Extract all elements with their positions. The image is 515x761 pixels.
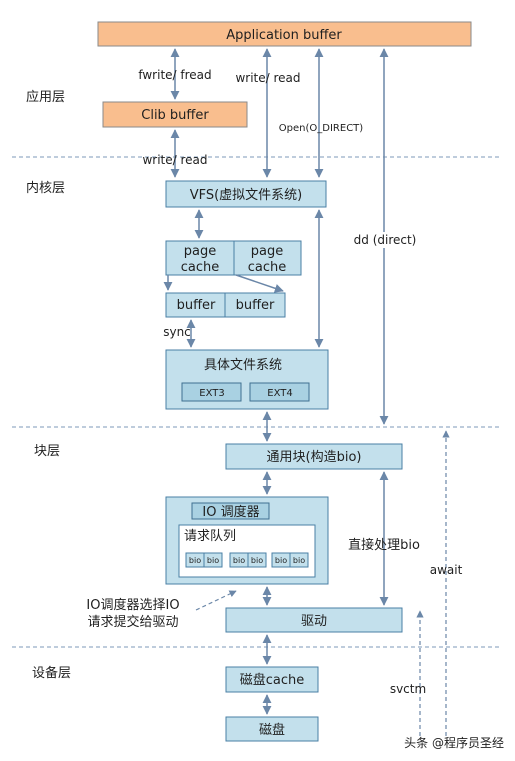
buffer-right-box xyxy=(224,292,286,318)
edge-label-write-read-clib: write/ read xyxy=(142,153,207,167)
clib-buffer-box xyxy=(102,101,248,128)
page-cache-right-line2: cache xyxy=(248,260,287,275)
driver-label: 驱动 xyxy=(301,614,327,629)
layer-label-block: 块层 xyxy=(34,444,60,459)
buffer-right-label: buffer xyxy=(236,298,275,313)
application-buffer-label: Application buffer xyxy=(226,28,342,43)
clib-buffer-label: Clib buffer xyxy=(141,108,209,123)
disk-box xyxy=(225,716,319,742)
disk-cache-box xyxy=(225,666,319,693)
bio-label: bio xyxy=(233,556,245,565)
bio-label: bio xyxy=(293,556,305,565)
ext3-label: EXT3 xyxy=(199,388,224,399)
layer-label-kernel: 内核层 xyxy=(26,180,65,196)
disk-label: 磁盘 xyxy=(259,722,285,738)
page-cache-left-box xyxy=(165,240,235,276)
vfs-box xyxy=(165,180,327,208)
bio-cell xyxy=(203,552,223,568)
watermark: 头条 @程序员圣经 xyxy=(404,735,504,750)
io-note-line1: IO调度器选择IO xyxy=(86,597,179,613)
page-cache-left-line1: page xyxy=(184,244,216,259)
request-queue-label: 请求队列 xyxy=(184,529,236,544)
edge-label-svctm: svctm xyxy=(390,682,426,696)
edge-label-write-read-top: write/ read xyxy=(235,71,300,85)
page-cache-left-line2: cache xyxy=(181,260,220,275)
ext3-box xyxy=(181,382,242,402)
buffer-left-label: buffer xyxy=(177,298,216,313)
application-buffer-box xyxy=(97,21,472,47)
bio-pair-1: bio bio xyxy=(185,552,223,568)
layer-label-device: 设备层 xyxy=(32,665,71,681)
generic-block-label: 通用块(构造bio) xyxy=(267,450,362,465)
arrow-pagecache-buffer-right xyxy=(235,274,284,293)
concrete-fs-label: 具体文件系统 xyxy=(204,358,282,373)
dd-label-bg xyxy=(350,232,418,248)
edge-label-direct-bio: 直接处理bio xyxy=(348,537,420,553)
driver-box xyxy=(225,607,403,633)
io-scheduler-title: IO 调度器 xyxy=(202,504,259,520)
bio-pair-3: bio bio xyxy=(271,552,309,568)
generic-block-box xyxy=(225,443,403,470)
io-note-line2: 请求提交给驱动 xyxy=(87,614,178,630)
bio-label: bio xyxy=(251,556,263,565)
bio-label: bio xyxy=(207,556,219,565)
edge-label-await: await xyxy=(430,563,463,577)
edge-label-sync: sync xyxy=(163,325,191,339)
ext4-label: EXT4 xyxy=(267,388,292,399)
bio-cell xyxy=(289,552,309,568)
disk-cache-label: 磁盘cache xyxy=(240,672,305,688)
edge-label-fwrite-fread: fwrite/ fread xyxy=(138,68,211,82)
page-cache-right-line1: page xyxy=(251,244,283,259)
bio-label: bio xyxy=(275,556,287,565)
arrow-io-note xyxy=(195,590,237,611)
io-scheduler-title-box xyxy=(191,502,270,520)
edge-label-dd-direct: dd (direct) xyxy=(354,233,417,247)
layer-label-app: 应用层 xyxy=(26,89,65,105)
bio-label: bio xyxy=(189,556,201,565)
edge-label-open-direct: Open(O_DIRECT) xyxy=(279,123,363,134)
page-cache-right-box xyxy=(233,240,302,276)
ext4-box xyxy=(249,382,310,402)
bio-pair-2: bio bio xyxy=(229,552,267,568)
request-queue-box xyxy=(178,524,316,578)
bio-cell xyxy=(247,552,267,568)
vfs-label: VFS(虚拟文件系统) xyxy=(190,188,303,203)
